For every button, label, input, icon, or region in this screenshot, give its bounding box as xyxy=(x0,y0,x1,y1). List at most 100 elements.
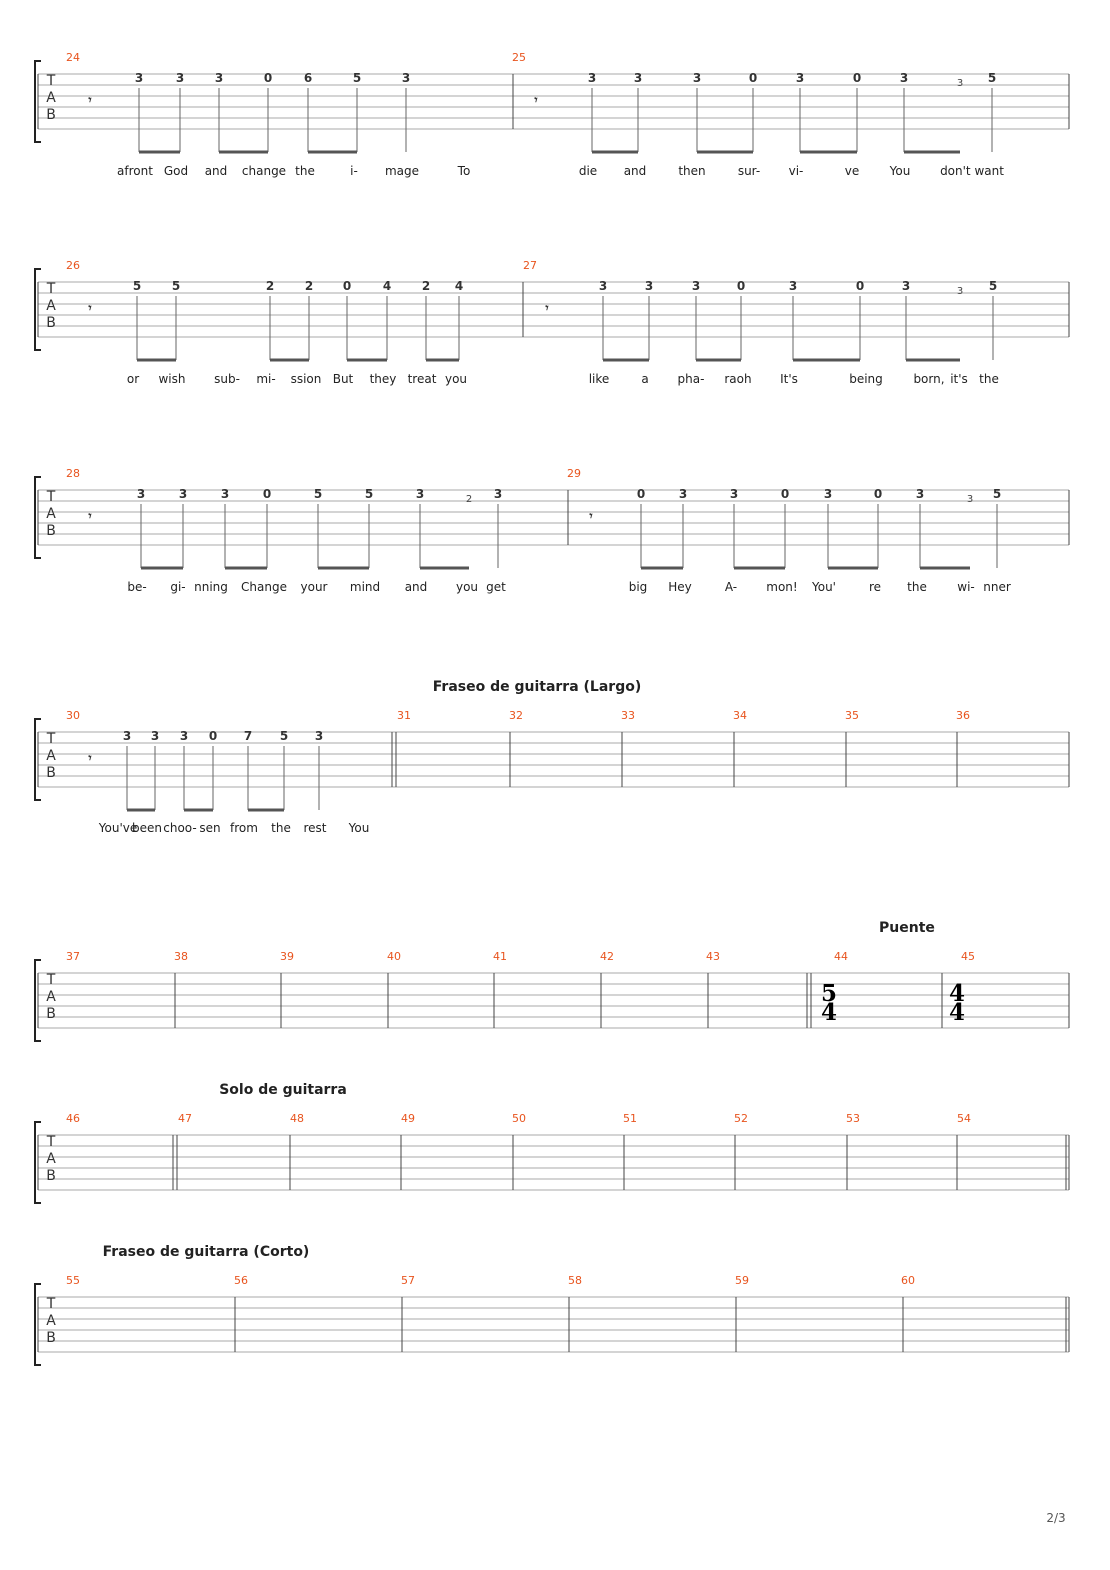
measure-number: 32 xyxy=(509,709,523,722)
measure-number: 59 xyxy=(735,1274,749,1287)
lyric-syllable: Hey xyxy=(668,580,692,594)
measure-number: 53 xyxy=(846,1112,860,1125)
grace-note: 3 xyxy=(967,494,973,505)
measure-number: 26 xyxy=(66,259,80,272)
fret-number: 7 xyxy=(244,729,252,743)
fret-number: 0 xyxy=(343,279,351,293)
lyric-syllable: mi- xyxy=(256,372,275,386)
lyric-syllable: nning xyxy=(194,580,228,594)
lyric-syllable: sub- xyxy=(214,372,240,386)
eighth-rest: 𝄾 xyxy=(544,301,549,315)
system-bracket xyxy=(34,718,41,801)
fret-number: 3 xyxy=(789,279,797,293)
fret-number: 3 xyxy=(693,71,701,85)
eighth-rest: 𝄾 xyxy=(533,93,538,107)
lyric-syllable: vi- xyxy=(789,164,804,178)
fret-number: 3 xyxy=(494,487,502,501)
measure-number: 31 xyxy=(397,709,411,722)
measure-number: 54 xyxy=(957,1112,971,1125)
measure-number: 52 xyxy=(734,1112,748,1125)
lyric-syllable: get xyxy=(486,580,506,594)
fret-number: 3 xyxy=(599,279,607,293)
measure-number: 48 xyxy=(290,1112,304,1125)
grace-note: 2 xyxy=(466,494,472,505)
measure-number: 57 xyxy=(401,1274,415,1287)
fret-number: 5 xyxy=(993,487,1001,501)
eighth-rest: 𝄾 xyxy=(588,509,593,523)
measure-number: 50 xyxy=(512,1112,526,1125)
lyric-syllable: You've xyxy=(98,821,137,835)
eighth-rest: 𝄾 xyxy=(87,509,92,523)
fret-number: 5 xyxy=(314,487,322,501)
fret-number: 0 xyxy=(856,279,864,293)
lyric-syllable: change xyxy=(242,164,286,178)
fret-number: 3 xyxy=(151,729,159,743)
lyric-syllable: You xyxy=(348,821,370,835)
fret-number: 3 xyxy=(315,729,323,743)
lyric-syllable: rest xyxy=(303,821,326,835)
measure-number: 45 xyxy=(961,950,975,963)
fret-number: 3 xyxy=(123,729,131,743)
fret-number: 0 xyxy=(637,487,645,501)
fret-number: 5 xyxy=(365,487,373,501)
measure-number: 37 xyxy=(66,950,80,963)
lyric-syllable: raoh xyxy=(724,372,751,386)
tab-clef-letter: A xyxy=(46,506,56,522)
lyric-syllable: i- xyxy=(350,164,358,178)
measure-number: 33 xyxy=(621,709,635,722)
fret-number: 0 xyxy=(264,71,272,85)
fret-number: 3 xyxy=(137,487,145,501)
lyric-syllable: you xyxy=(456,580,478,594)
lyric-syllable: treat xyxy=(408,372,437,386)
measure-number: 35 xyxy=(845,709,859,722)
fret-number: 3 xyxy=(402,71,410,85)
measure-number: 38 xyxy=(174,950,188,963)
lyric-syllable: nner xyxy=(983,580,1011,594)
tab-clef-letter: B xyxy=(46,1330,56,1346)
fret-number: 0 xyxy=(749,71,757,85)
lyric-syllable: ssion xyxy=(291,372,322,386)
lyric-syllable: big xyxy=(629,580,648,594)
fret-number: 3 xyxy=(416,487,424,501)
tab-clef-letter: T xyxy=(46,1296,56,1312)
measure-number: 49 xyxy=(401,1112,415,1125)
measure-number: 36 xyxy=(956,709,970,722)
fret-number: 3 xyxy=(634,71,642,85)
lyric-syllable: you xyxy=(445,372,467,386)
measure-number: 25 xyxy=(512,51,526,64)
measure-number: 40 xyxy=(387,950,401,963)
lyric-syllable: mage xyxy=(385,164,419,178)
time-signature-top: 4 xyxy=(949,980,965,1007)
measure-number: 27 xyxy=(523,259,537,272)
tab-clef-letter: B xyxy=(46,1006,56,1022)
fret-number: 3 xyxy=(215,71,223,85)
lyric-syllable: and xyxy=(624,164,647,178)
lyric-syllable: pha- xyxy=(678,372,705,386)
fret-number: 0 xyxy=(263,487,271,501)
tab-clef-letter: A xyxy=(46,989,56,1005)
eighth-rest: 𝄾 xyxy=(87,93,92,107)
tab-clef-letter: A xyxy=(46,748,56,764)
lyric-syllable: mind xyxy=(350,580,380,594)
lyric-syllable: from xyxy=(230,821,258,835)
lyric-syllable: the xyxy=(907,580,927,594)
lyric-syllable: they xyxy=(370,372,397,386)
tab-clef-letter: A xyxy=(46,90,56,106)
section-heading: Solo de guitarra xyxy=(219,1082,347,1098)
page-number: 2/3 xyxy=(1046,1511,1065,1525)
section-heading: Fraseo de guitarra (Largo) xyxy=(433,679,642,695)
fret-number: 3 xyxy=(902,279,910,293)
time-signature-bottom: 4 xyxy=(821,999,837,1026)
lyric-syllable: being xyxy=(849,372,883,386)
tab-clef-letter: T xyxy=(46,972,56,988)
system-bracket xyxy=(34,60,41,143)
lyric-syllable: afront xyxy=(117,164,153,178)
fret-number: 3 xyxy=(916,487,924,501)
fret-number: 0 xyxy=(853,71,861,85)
lyric-syllable: and xyxy=(205,164,228,178)
fret-number: 3 xyxy=(645,279,653,293)
lyric-syllable: You' xyxy=(811,580,836,594)
